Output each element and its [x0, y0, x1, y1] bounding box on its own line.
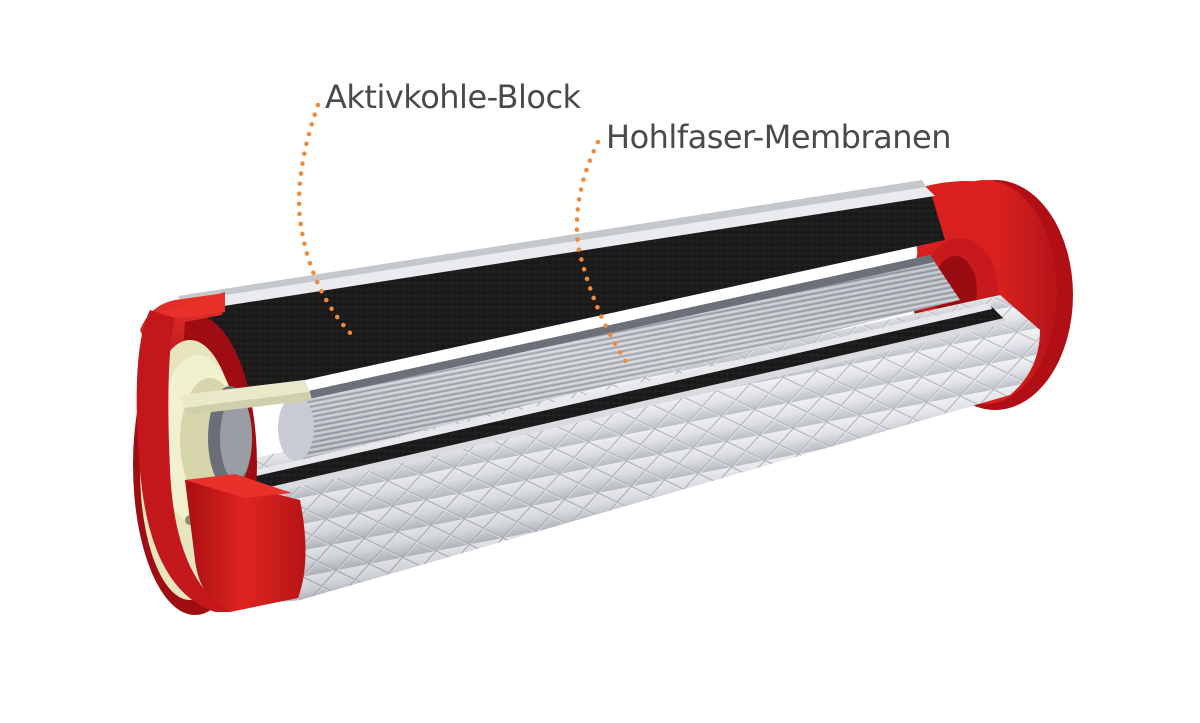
hollow-fiber-membranes-label: Hohlfaser-Membranen — [606, 118, 952, 156]
callout-leader-activated-carbon — [296, 102, 355, 338]
activated-carbon-block-lower — [220, 303, 1006, 504]
activated-carbon-block-label: Aktivkohle-Block — [325, 78, 581, 116]
cutaway-edges — [180, 380, 312, 415]
outer-mesh-sleeve — [200, 295, 1040, 602]
activated-carbon-block-upper — [175, 180, 945, 395]
hollow-fiber-membranes — [278, 255, 960, 461]
callout-leaders — [296, 102, 631, 368]
